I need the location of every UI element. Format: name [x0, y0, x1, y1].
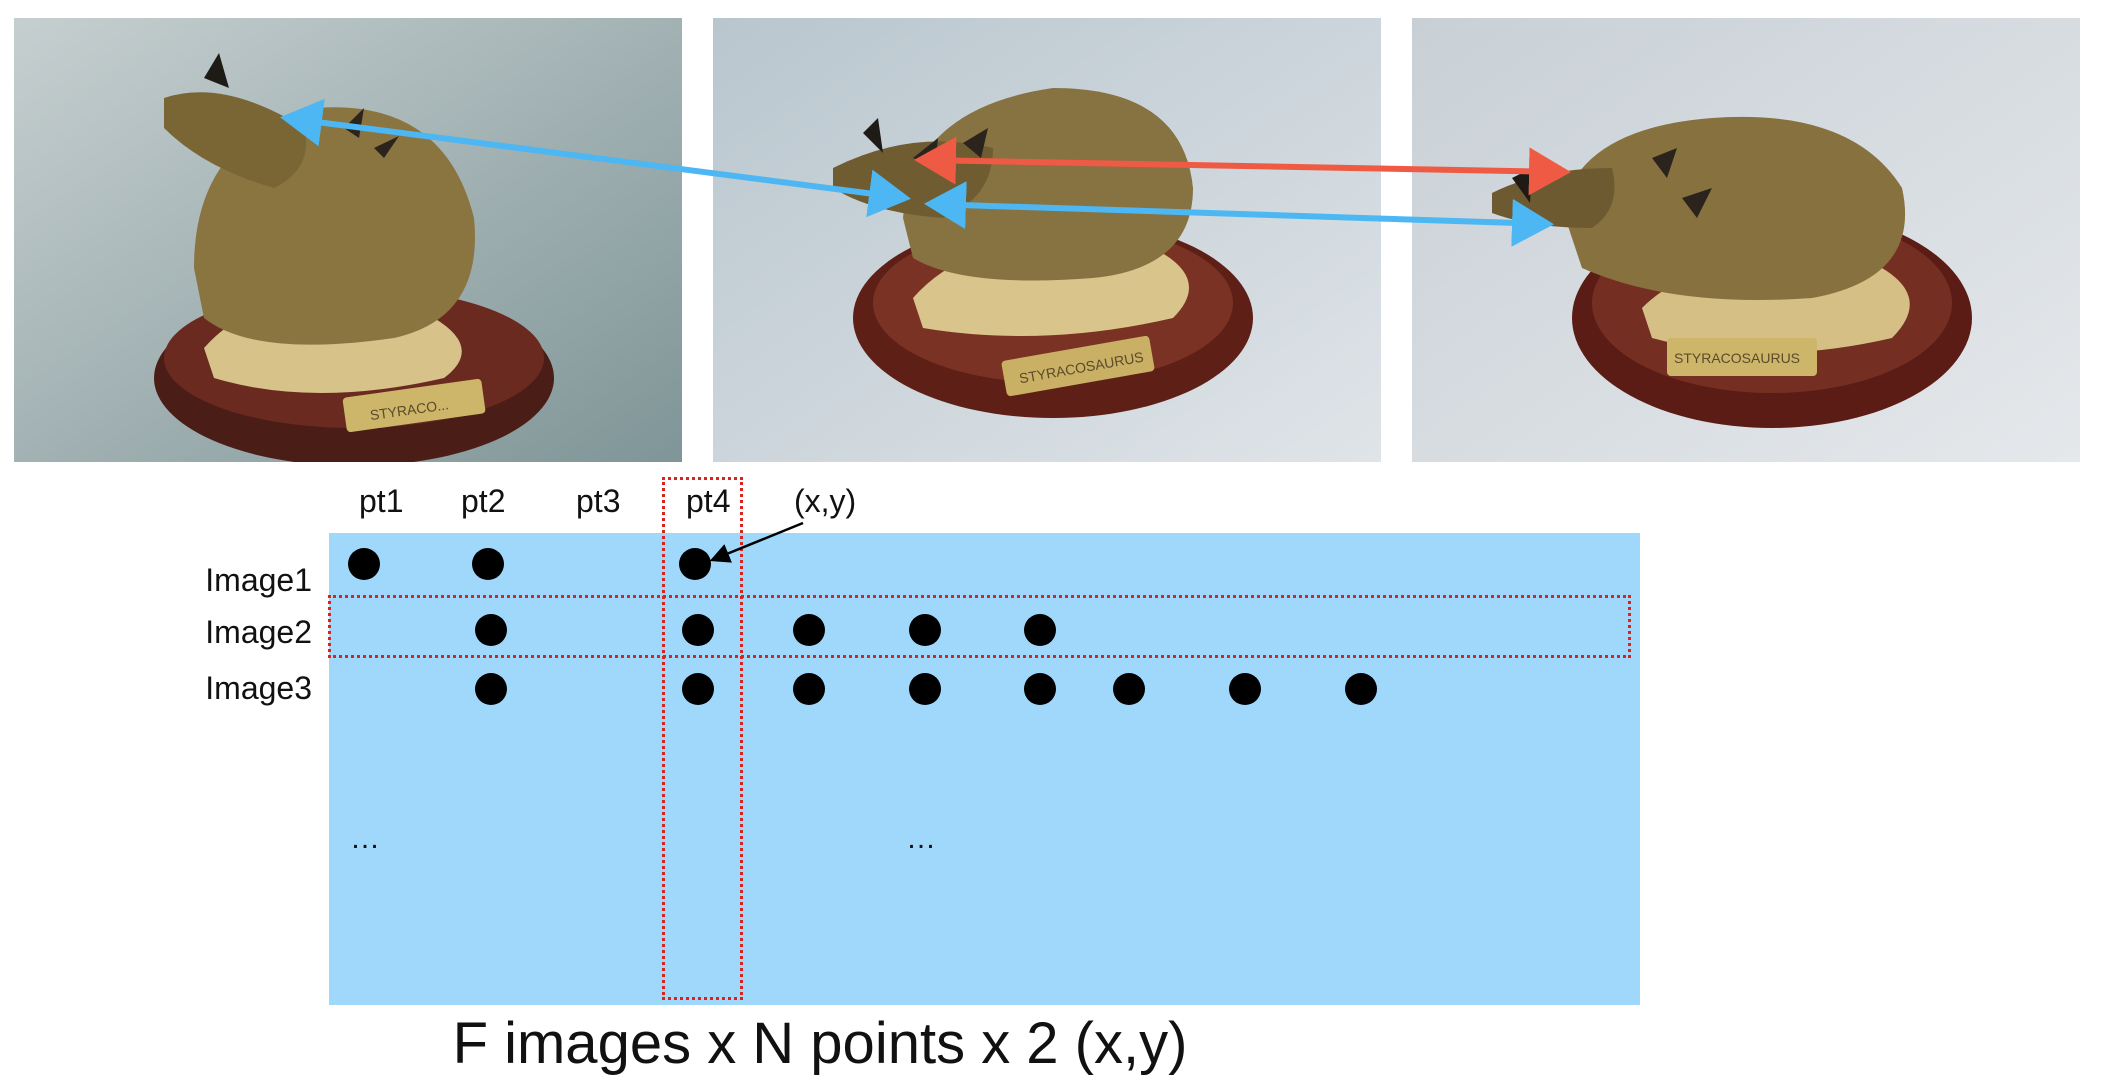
column-label-pt2: pt2: [461, 483, 506, 519]
observation-dot: [1345, 673, 1377, 705]
row-label-image1: Image1: [205, 562, 312, 598]
photo-image1: STYRACO...: [14, 18, 682, 462]
observation-dot: [909, 614, 941, 646]
ellipsis-middle: …: [906, 822, 938, 855]
observation-dot: [909, 673, 941, 705]
observation-dot: [1024, 673, 1056, 705]
observation-dot: [348, 548, 380, 580]
column-label-pt1: pt1: [359, 483, 404, 519]
observation-dot: [1024, 614, 1056, 646]
photo-image3: STYRACOSAURUS: [1412, 18, 2080, 462]
row-label-image3: Image3: [205, 670, 312, 706]
observation-dot: [793, 614, 825, 646]
observation-dot: [1229, 673, 1261, 705]
observation-dot: [682, 673, 714, 705]
column-label-pt4: pt4: [686, 483, 731, 519]
coordinate-label: (x,y): [794, 483, 857, 519]
row-label-image2: Image2: [205, 614, 312, 650]
measurement-matrix: [329, 533, 1640, 1005]
observation-dot: [1113, 673, 1145, 705]
highlight-row-image2: [328, 595, 1631, 658]
photo-plaque-3: STYRACOSAURUS: [1674, 350, 1800, 366]
observation-dot: [472, 548, 504, 580]
photo-image2: STYRACOSAURUS: [713, 18, 1381, 462]
caption: F images x N points x 2 (x,y): [452, 1011, 1188, 1076]
column-label-pt3: pt3: [576, 483, 621, 519]
observation-dot: [682, 614, 714, 646]
observation-dot: [475, 673, 507, 705]
observation-dot: [793, 673, 825, 705]
ellipsis-left: …: [350, 822, 382, 855]
highlight-column-pt4: [662, 477, 743, 1000]
observation-dot: [475, 614, 507, 646]
observation-dot: [679, 548, 711, 580]
